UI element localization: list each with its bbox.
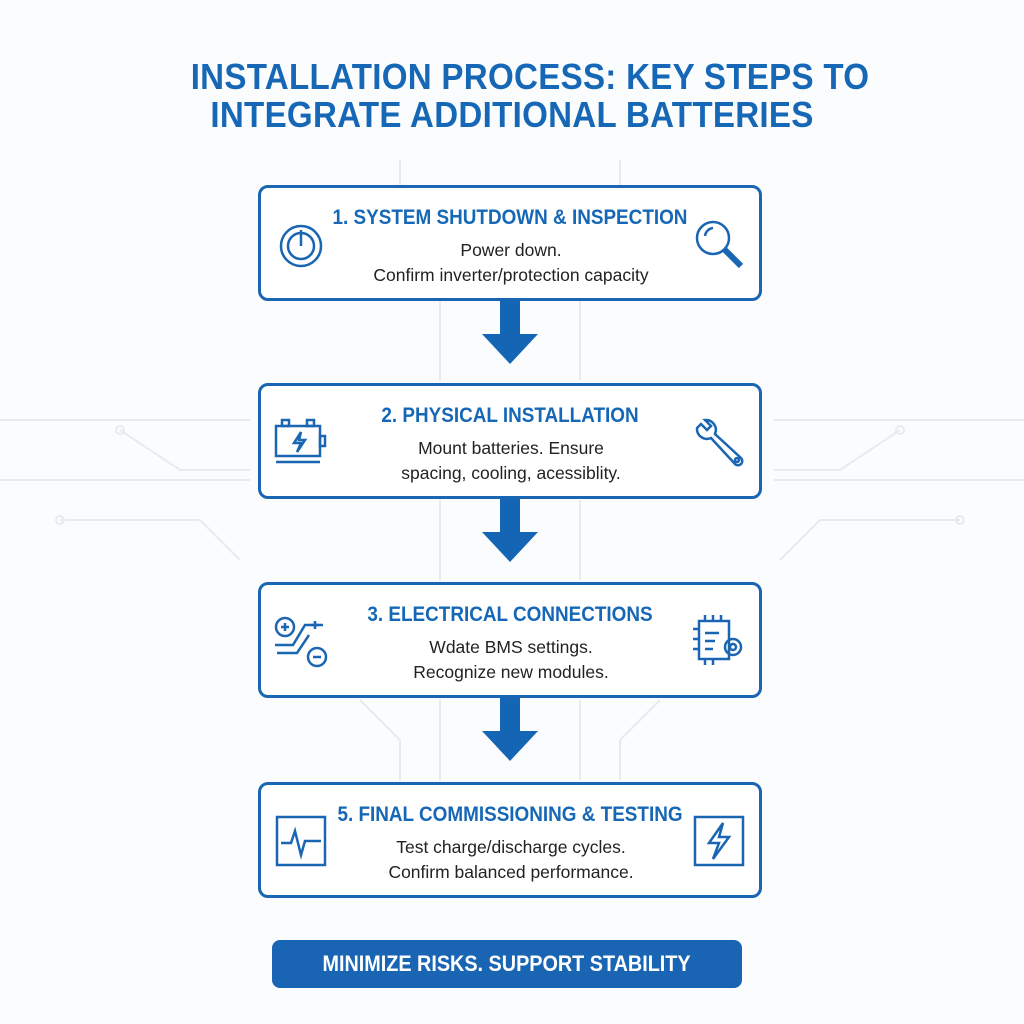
banner-text: MINIMIZE RISKS. SUPPORT STABILITY (322, 951, 692, 976)
step-card-1: 1. SYSTEM SHUTDOWN & INSPECTION Power do… (258, 185, 762, 301)
polarity-icon (274, 616, 328, 668)
summary-banner: MINIMIZE RISKS. SUPPORT STABILITY (272, 940, 742, 988)
step-description-line: Power down. (460, 240, 562, 260)
step-description-line: Mount batteries. Ensure (418, 438, 604, 458)
step-card-2: 2. PHYSICAL INSTALLATION Mount batteries… (258, 383, 762, 499)
step-description-line: Confirm inverter/protection capacity (373, 265, 649, 285)
step-description-line: Test charge/discharge cycles. (396, 837, 626, 857)
title-line-2: INTEGRATE ADDITIONAL BATTERIES (210, 94, 814, 135)
down-arrow (482, 300, 538, 364)
down-arrow (482, 697, 538, 761)
pulse-icon (275, 815, 327, 867)
step-heading: 2. PHYSICAL INSTALLATION (381, 404, 639, 427)
step-heading: 3. ELECTRICAL CONNECTIONS (367, 603, 653, 626)
step-card-3: 3. ELECTRICAL CONNECTIONS Wdate BMS sett… (258, 582, 762, 698)
chip-gear-icon (693, 615, 743, 665)
battery-icon (274, 418, 327, 464)
wrench-icon (695, 418, 744, 467)
step-description-line: Recognize new modules. (413, 662, 609, 682)
step-card-5: 5. FINAL COMMISSIONING & TESTING Test ch… (258, 782, 762, 898)
step-description-line: Wdate BMS settings. (429, 637, 593, 657)
step-description-line: Confirm balanced performance. (388, 862, 634, 882)
step-heading: 1. SYSTEM SHUTDOWN & INSPECTION (332, 206, 688, 229)
down-arrow (482, 498, 538, 562)
lightning-icon (693, 815, 745, 867)
step-heading: 5. FINAL COMMISSIONING & TESTING (337, 803, 683, 826)
step-description-line: spacing, cooling, acessiblity. (401, 463, 621, 483)
power-icon (279, 224, 323, 268)
magnifier-icon (695, 220, 744, 269)
title-line-1: INSTALLATION PROCESS: KEY STEPS TO (190, 56, 870, 97)
